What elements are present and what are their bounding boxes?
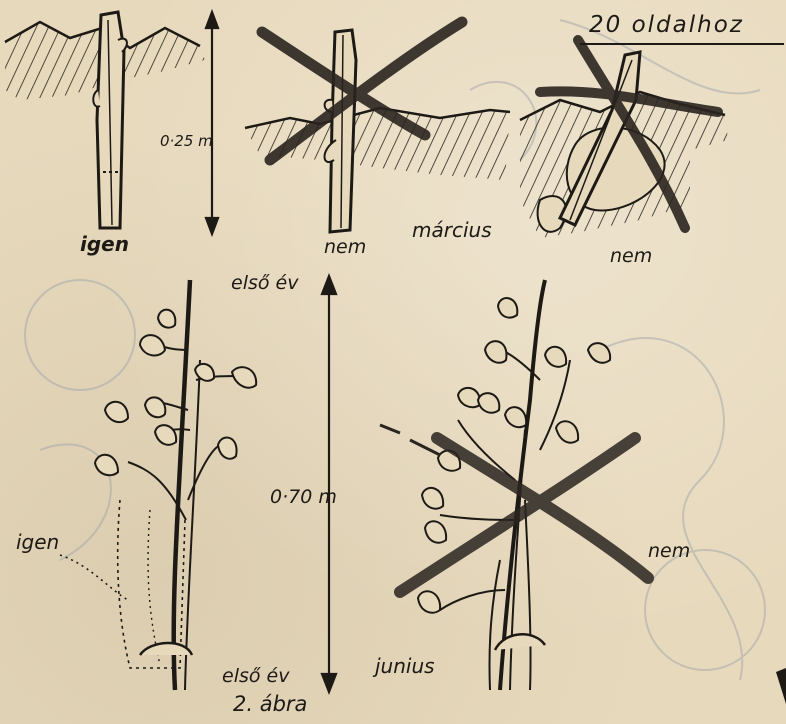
edge-marker [776,668,786,704]
height-arrow-070 [322,276,336,692]
label-nem-june: nem [648,540,690,562]
label-year-bottom: első év [222,665,289,687]
label-year-top: első év [231,272,298,294]
broken-twig [380,425,440,455]
label-igen-june: igen [16,530,59,554]
label-month-march: március [412,218,492,242]
label-nem-march-middle: nem [324,236,366,258]
label-height: 0·70 m [270,486,337,508]
page-reference: 20 oldalhoz [589,12,744,38]
label-igen-march: igen [80,232,129,256]
label-month-june: junius [375,654,435,678]
label-nem-march-right: nem [610,245,652,267]
depth-arrow-025 [206,12,218,234]
leaves-igen [95,310,256,476]
figure-caption: 2. ábra [233,692,307,716]
label-depth: 0·25 m [160,132,213,150]
